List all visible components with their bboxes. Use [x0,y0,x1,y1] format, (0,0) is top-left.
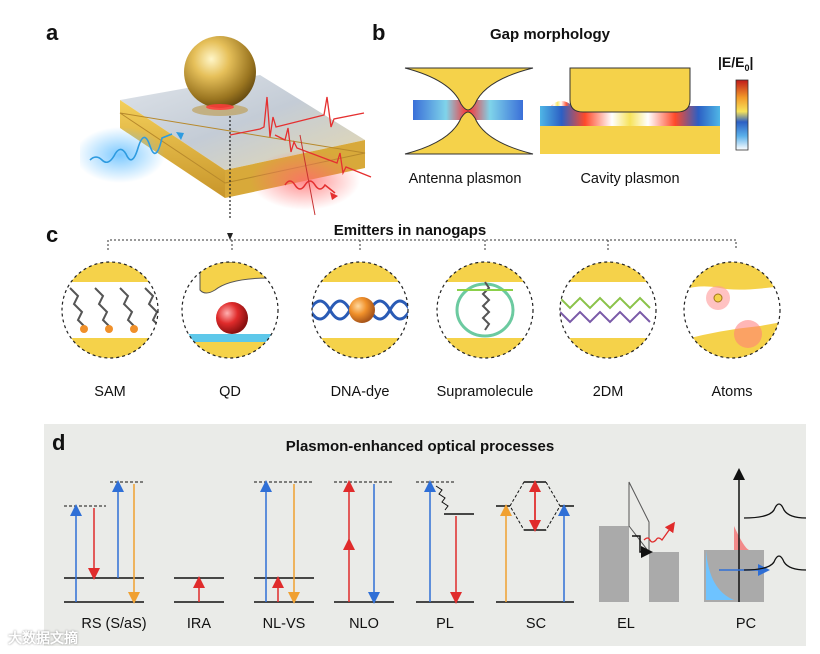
panel-b-title: Gap morphology [490,26,610,43]
process-label-pc: PC [735,616,757,632]
panel-c-title: Emitters in nanogaps [333,222,487,239]
incident-wave [89,133,173,164]
panel-d-title: Plasmon-enhanced optical processes [285,438,555,455]
process-label-nl-vs: NL-VS [262,616,306,632]
process-label-ira: IRA [186,616,212,632]
emitter-label-2dm: 2DM [592,384,624,400]
mirror-side-left [120,100,225,198]
emitter-label-atoms: Atoms [711,384,753,400]
emitter-label-dna-dye: DNA-dye [330,384,390,400]
sc-diagram [496,480,574,603]
rs-diagram [64,480,144,604]
cavity-mirror [540,126,720,154]
emitter-label-sam: SAM [94,384,126,400]
gap-morphology-diagram [404,67,749,155]
emitter-circles [61,233,781,359]
nanoparticle-on-mirror-illustration [80,36,372,220]
emitter-label-qd: QD [219,384,241,400]
nl-vs-diagram [254,480,314,604]
process-label-pl: PL [436,616,454,632]
panel-letter-c: c [46,222,59,247]
watermark: 大数据文摘 [8,630,78,646]
pc-diagram [704,468,806,602]
cavity-plasmon-label: Cavity plasmon [580,171,680,187]
atoms-emitter [684,262,780,358]
panel-letter-d: d [52,430,66,455]
supramolecule-emitter [437,262,533,358]
nlo-diagram [334,480,394,604]
connector-bracket [107,239,737,250]
panel-d-background [44,424,806,646]
colorbar-label: |E/E0| [718,54,754,73]
sam-emitter [62,262,158,358]
2dm-emitter [560,262,656,358]
process-label-rs: RS (S/aS) [81,616,147,632]
ira-diagram [174,576,224,603]
incident-light-glow [80,127,165,183]
process-label-nlo: NLO [349,616,379,632]
emitted-spectrum-2 [274,127,372,178]
el-diagram [599,481,679,602]
emitted-wave [284,180,336,194]
process-label-sc: SC [525,616,547,632]
emitted-spectrum-1 [229,96,365,138]
field-colorbar [735,79,749,151]
panel-letter-b: b [372,20,386,45]
antenna-upper-tip [404,67,534,111]
panel-letter-a: a [46,20,59,45]
antenna-lower-tip [404,111,534,155]
antenna-plasmon-label: Antenna plasmon [408,171,522,187]
energy-diagrams [64,468,806,604]
pl-diagram [416,480,474,604]
process-label-el: EL [617,616,635,632]
emitter-label-supramolecule: Supramolecule [436,384,534,400]
gap-hotspot [206,104,234,110]
cavity-upper-facet [569,67,691,113]
gold-nanosphere [184,36,256,108]
qd-emitter [182,262,278,358]
mirror-top-face [120,75,365,170]
dna-dye-emitter [312,262,408,358]
